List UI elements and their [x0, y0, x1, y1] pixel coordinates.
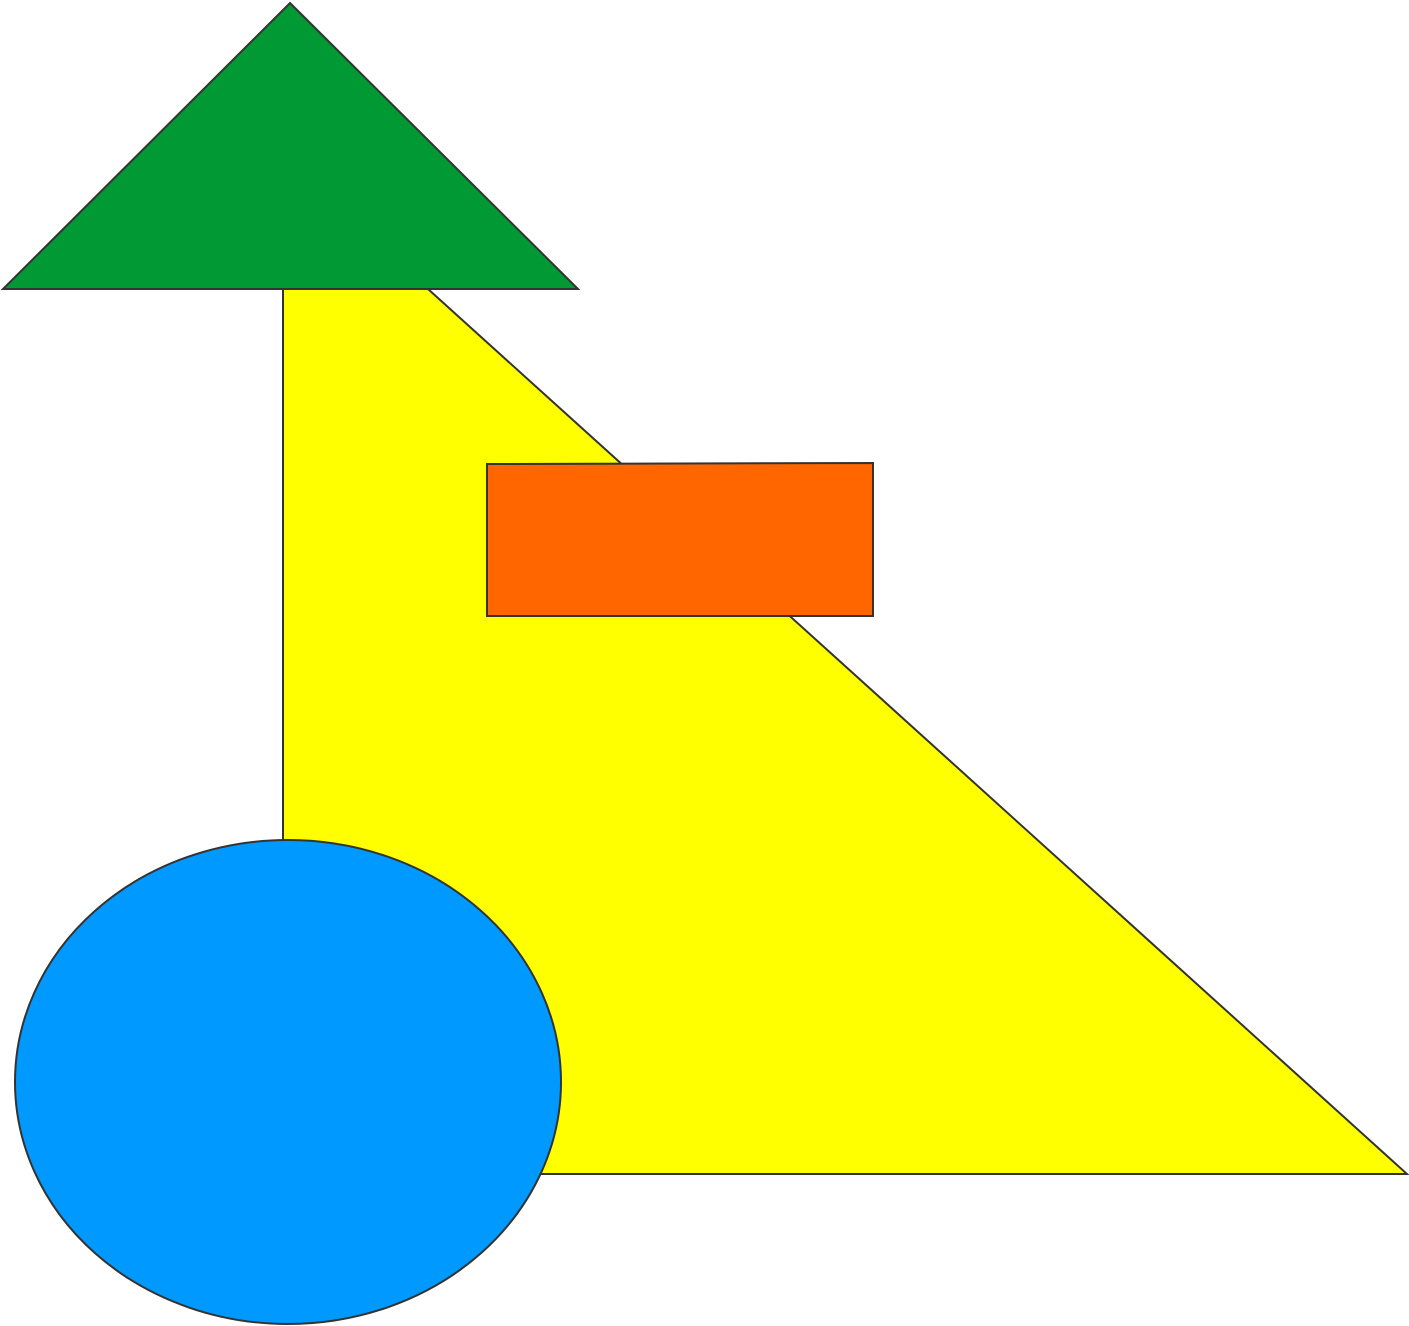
green-triangle [0, 1, 581, 290]
orange-rectangle [486, 461, 874, 617]
blue-ellipse [14, 839, 562, 1325]
